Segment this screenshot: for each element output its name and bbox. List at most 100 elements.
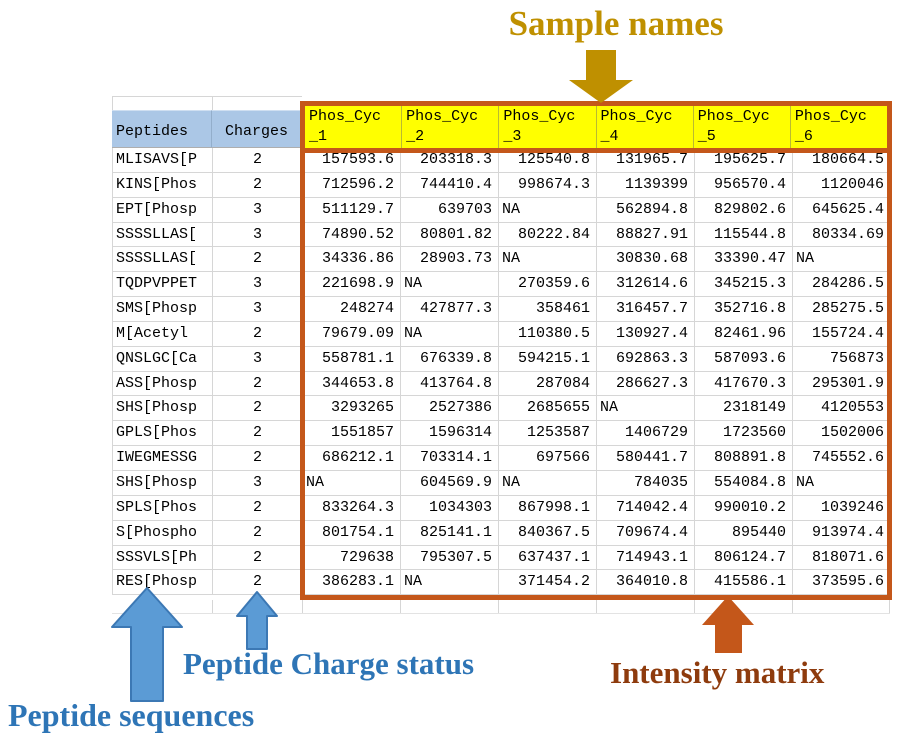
peptide-cell[interactable]: GPLS[Phos [113, 421, 213, 447]
intensity-cell[interactable]: NA [401, 321, 499, 347]
intensity-cell[interactable]: 1596314 [401, 421, 499, 447]
intensity-cell[interactable]: 2318149 [695, 396, 793, 422]
intensity-cell[interactable]: 1406729 [597, 421, 695, 447]
intensity-cell[interactable]: 692863.3 [597, 346, 695, 372]
intensity-cell[interactable]: 744410.4 [401, 172, 499, 198]
intensity-cell[interactable]: 712596.2 [303, 172, 401, 198]
intensity-cell[interactable]: 895440 [695, 520, 793, 546]
intensity-cell[interactable]: NA [499, 197, 597, 223]
intensity-cell[interactable]: 130927.4 [597, 321, 695, 347]
charge-cell[interactable]: 2 [213, 570, 303, 596]
intensity-cell[interactable]: 80334.69 [793, 222, 891, 248]
intensity-cell[interactable]: 80801.82 [401, 222, 499, 248]
intensity-cell[interactable]: 511129.7 [303, 197, 401, 223]
intensity-cell[interactable]: 714943.1 [597, 545, 695, 571]
intensity-cell[interactable]: 1039246 [793, 495, 891, 521]
intensity-cell[interactable]: 729638 [303, 545, 401, 571]
sample-header-cell[interactable]: Phos_Cyc_4 [597, 106, 694, 148]
peptide-cell[interactable]: SSSVLS[Ph [113, 545, 213, 571]
intensity-cell[interactable]: 956570.4 [695, 172, 793, 198]
intensity-cell[interactable]: 115544.8 [695, 222, 793, 248]
intensity-cell[interactable]: 709674.4 [597, 520, 695, 546]
intensity-cell[interactable]: 80222.84 [499, 222, 597, 248]
intensity-cell[interactable]: 795307.5 [401, 545, 499, 571]
peptide-cell[interactable]: ASS[Phosp [113, 371, 213, 397]
intensity-cell[interactable]: 413764.8 [401, 371, 499, 397]
intensity-cell[interactable]: 714042.4 [597, 495, 695, 521]
intensity-cell[interactable]: 316457.7 [597, 297, 695, 322]
intensity-cell[interactable]: 1120046 [793, 172, 891, 198]
intensity-cell[interactable]: 639703 [401, 197, 499, 223]
intensity-cell[interactable]: 417670.3 [695, 371, 793, 397]
intensity-cell[interactable]: 4120553 [793, 396, 891, 422]
peptide-cell[interactable]: KINS[Phos [113, 172, 213, 198]
intensity-cell[interactable]: 2685655 [499, 396, 597, 422]
charge-cell[interactable]: 2 [213, 247, 303, 273]
intensity-cell[interactable]: 312614.6 [597, 272, 695, 298]
intensity-cell[interactable]: NA [499, 470, 597, 496]
intensity-cell[interactable]: 745552.6 [793, 446, 891, 471]
intensity-cell[interactable]: NA [499, 247, 597, 273]
intensity-cell[interactable]: 829802.6 [695, 197, 793, 223]
sample-header-cell[interactable]: Phos_Cyc_3 [499, 106, 597, 148]
intensity-cell[interactable]: 155724.4 [793, 321, 891, 347]
intensity-cell[interactable]: 833264.3 [303, 495, 401, 521]
intensity-cell[interactable]: 345215.3 [695, 272, 793, 298]
charge-cell[interactable]: 2 [213, 495, 303, 521]
intensity-cell[interactable]: 415586.1 [695, 570, 793, 596]
intensity-cell[interactable]: 1502006 [793, 421, 891, 447]
intensity-cell[interactable]: 801754.1 [303, 520, 401, 546]
intensity-cell[interactable]: 825141.1 [401, 520, 499, 546]
charge-cell[interactable]: 2 [213, 446, 303, 471]
intensity-cell[interactable]: 587093.6 [695, 346, 793, 372]
intensity-cell[interactable]: NA [303, 470, 401, 496]
intensity-cell[interactable]: 686212.1 [303, 446, 401, 471]
peptide-cell[interactable]: EPT[Phosp [113, 197, 213, 223]
intensity-cell[interactable]: 30830.68 [597, 247, 695, 273]
peptide-cell[interactable]: M[Acetyl [113, 321, 213, 347]
charge-cell[interactable]: 2 [213, 321, 303, 347]
charge-cell[interactable]: 2 [213, 520, 303, 546]
intensity-cell[interactable]: NA [401, 272, 499, 298]
charge-cell[interactable]: 2 [213, 371, 303, 397]
charge-cell[interactable]: 3 [213, 297, 303, 322]
intensity-cell[interactable]: 110380.5 [499, 321, 597, 347]
intensity-cell[interactable]: NA [793, 470, 891, 496]
intensity-cell[interactable]: 998674.3 [499, 172, 597, 198]
intensity-cell[interactable]: 285275.5 [793, 297, 891, 322]
intensity-cell[interactable]: 371454.2 [499, 570, 597, 596]
intensity-cell[interactable]: 34336.86 [303, 247, 401, 273]
charge-cell[interactable]: 3 [213, 197, 303, 223]
peptide-cell[interactable]: QNSLGC[Ca [113, 346, 213, 372]
peptide-cell[interactable]: SHS[Phosp [113, 396, 213, 422]
intensity-cell[interactable]: 284286.5 [793, 272, 891, 298]
intensity-cell[interactable]: 352716.8 [695, 297, 793, 322]
intensity-cell[interactable]: 79679.09 [303, 321, 401, 347]
charge-cell[interactable]: 2 [213, 545, 303, 571]
intensity-cell[interactable]: 88827.91 [597, 222, 695, 248]
charge-cell[interactable]: 2 [213, 148, 303, 173]
peptide-cell[interactable]: SSSSLLAS[ [113, 222, 213, 248]
intensity-cell[interactable]: 1253587 [499, 421, 597, 447]
intensity-cell[interactable]: 990010.2 [695, 495, 793, 521]
intensity-cell[interactable]: 806124.7 [695, 545, 793, 571]
intensity-cell[interactable]: 2527386 [401, 396, 499, 422]
intensity-cell[interactable]: 3293265 [303, 396, 401, 422]
intensity-cell[interactable]: 287084 [499, 371, 597, 397]
intensity-cell[interactable]: 373595.6 [793, 570, 891, 596]
peptide-cell[interactable]: SHS[Phosp [113, 470, 213, 496]
intensity-cell[interactable]: NA [793, 247, 891, 273]
intensity-cell[interactable]: 913974.4 [793, 520, 891, 546]
intensity-cell[interactable]: 386283.1 [303, 570, 401, 596]
intensity-cell[interactable]: 558781.1 [303, 346, 401, 372]
intensity-cell[interactable]: 74890.52 [303, 222, 401, 248]
intensity-cell[interactable]: 808891.8 [695, 446, 793, 471]
peptides-header-cell[interactable]: Peptides [112, 110, 212, 148]
intensity-cell[interactable]: 818071.6 [793, 545, 891, 571]
intensity-cell[interactable]: 427877.3 [401, 297, 499, 322]
intensity-cell[interactable]: 33390.47 [695, 247, 793, 273]
intensity-cell[interactable]: 594215.1 [499, 346, 597, 372]
sample-header-cell[interactable]: Phos_Cyc_5 [694, 106, 791, 148]
sample-header-cell[interactable]: Phos_Cyc_2 [402, 106, 500, 148]
charge-cell[interactable]: 2 [213, 172, 303, 198]
